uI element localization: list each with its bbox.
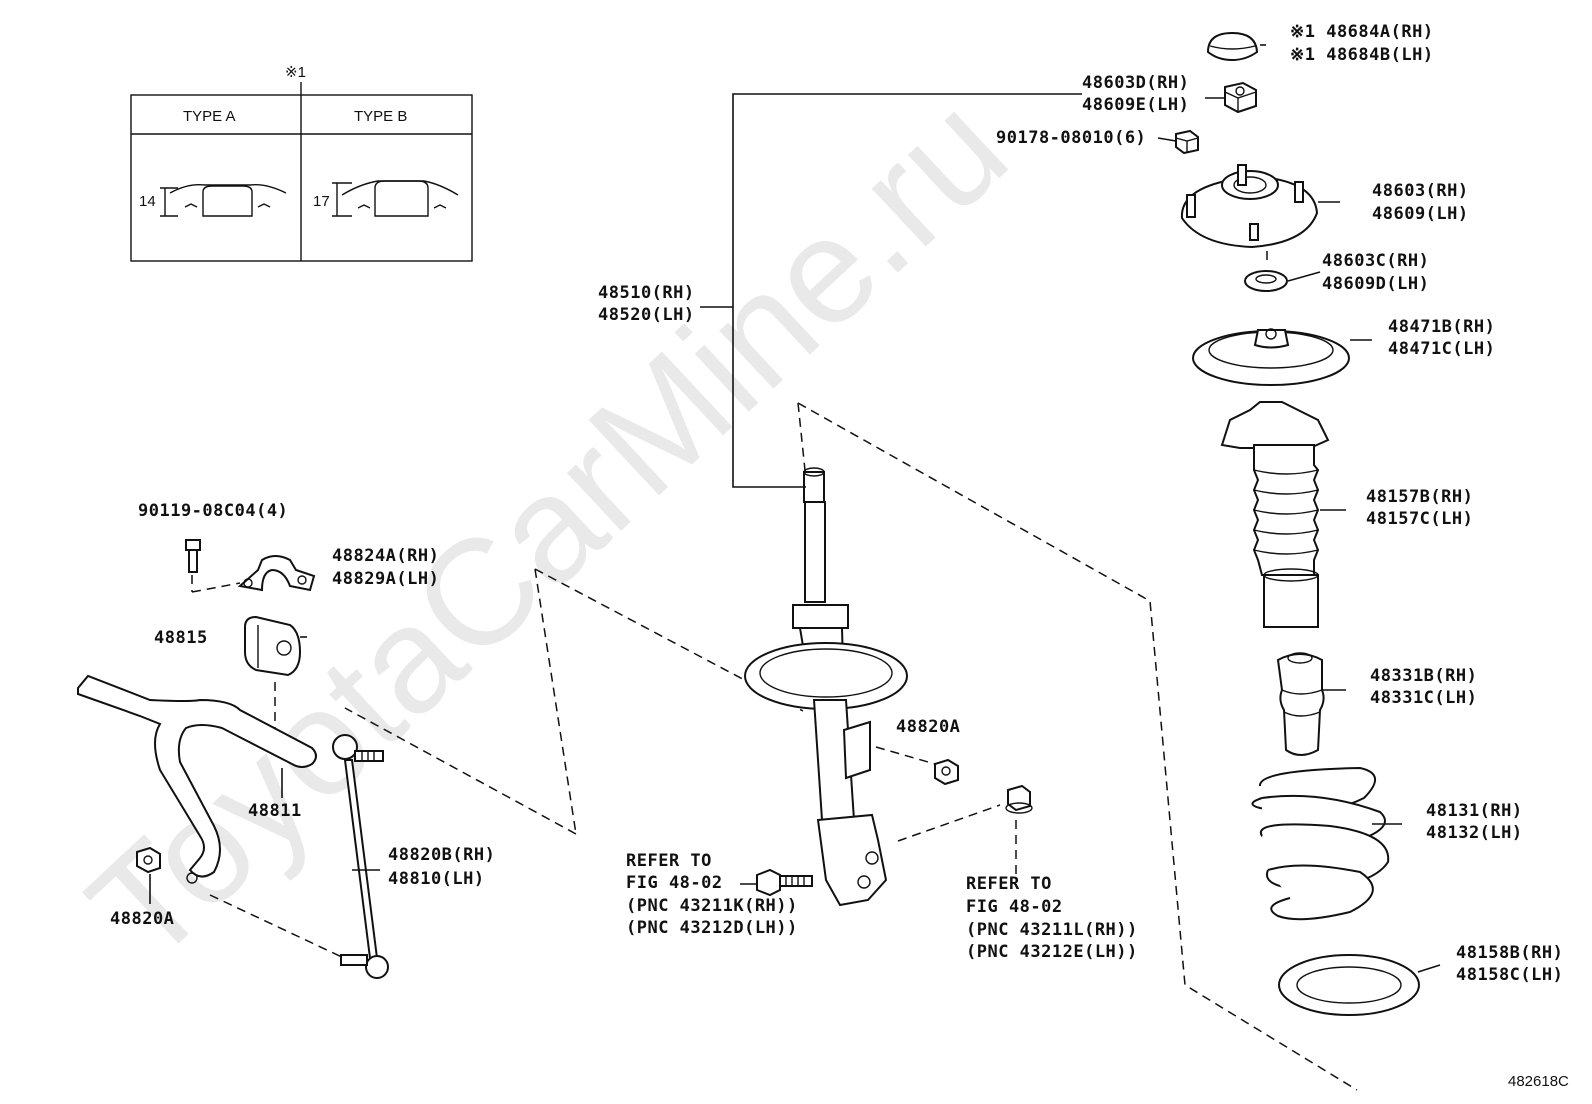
label-small-nut: 90178-08010(6) (996, 128, 1146, 148)
label-refer-left-4: (PNC 43212D(LH)) (626, 918, 798, 938)
stabilizer-bushing-part (244, 615, 302, 677)
type-a-dimension: 14 (139, 193, 156, 210)
label-strut-lh: 48520(LH) (598, 305, 695, 325)
stabilizer-bracket-part (237, 555, 316, 592)
label-refer-right-1: REFER TO (966, 874, 1052, 894)
bracket-bolt-part (185, 539, 201, 573)
leader-lines (149, 44, 1441, 973)
label-bracket-rh: 48824A(RH) (332, 546, 439, 566)
bump-stopper-part (1276, 652, 1325, 756)
label-bracket-bolt: 90119-08C04(4) (138, 501, 288, 521)
coil-spring-part (1251, 766, 1390, 921)
stabilizer-bar-part (77, 674, 317, 884)
label-upper-seat-rh: 48471B(RH) (1388, 317, 1495, 337)
label-cap-lh: ※1 48684B(LH) (1290, 45, 1434, 65)
small-nut-part (1175, 129, 1199, 155)
label-bearing-rh: 48603C(RH) (1322, 251, 1429, 271)
label-refer-right-4: (PNC 43212E(LH)) (966, 942, 1138, 962)
label-link-rh: 48820B(RH) (388, 845, 495, 865)
label-upper-seat-lh: 48471C(LH) (1388, 339, 1495, 359)
part-labels: ※1 48684A(RH) ※1 48684B(LH) 48603D(RH) 4… (110, 22, 1563, 985)
label-strut-rh: 48510(RH) (598, 283, 695, 303)
label-spring-lh: 48132(LH) (1426, 823, 1523, 843)
label-bushing: 48815 (154, 628, 208, 648)
label-mount-lh: 48609(LH) (1372, 204, 1469, 224)
label-bearing-lh: 48609D(LH) (1322, 274, 1429, 294)
label-lower-insulator-rh: 48158B(RH) (1456, 943, 1563, 963)
inset-type-a-label: TYPE A (183, 108, 236, 125)
strut-mount-part (1180, 164, 1319, 249)
top-nut-part (1224, 81, 1257, 114)
label-lower-insulator-lh: 48158C(LH) (1456, 965, 1563, 985)
link-nut-strut-part (934, 758, 959, 786)
strut-assembly-part (744, 467, 908, 907)
label-spring-rh: 48131(RH) (1426, 801, 1523, 821)
label-boot-rh: 48157B(RH) (1366, 487, 1473, 507)
label-boot-lh: 48157C(LH) (1366, 509, 1473, 529)
mount-cap-part (1206, 31, 1259, 62)
label-link-lh: 48810(LH) (388, 869, 485, 889)
label-top-nut-lh: 48609E(LH) (1082, 95, 1189, 115)
stabilizer-link-part (332, 734, 389, 979)
type-inset: ※1 TYPE A TYPE B 14 17 (130, 64, 473, 262)
label-link-nut-bar: 48820A (110, 909, 174, 929)
strut-bolt-part (756, 868, 813, 897)
flange-nut-part (1005, 784, 1033, 814)
label-refer-right-2: FIG 48-02 (966, 897, 1063, 917)
lower-insulator-part (1278, 954, 1420, 1016)
type-b-cap-drawing (332, 180, 459, 217)
label-refer-left-3: (PNC 43211K(RH)) (626, 896, 798, 916)
label-bracket-lh: 48829A(LH) (332, 569, 439, 589)
label-bumper-lh: 48331C(LH) (1370, 688, 1477, 708)
label-link-nut-strut: 48820A (896, 717, 960, 737)
label-cap-rh: ※1 48684A(RH) (1290, 22, 1434, 42)
dust-boot-part (1220, 401, 1330, 628)
label-bumper-rh: 48331B(RH) (1370, 666, 1477, 686)
upper-spring-seat-part (1192, 328, 1350, 386)
type-b-dimension: 17 (313, 193, 330, 210)
label-mount-rh: 48603(RH) (1372, 181, 1469, 201)
label-refer-right-3: (PNC 43211L(RH)) (966, 920, 1138, 940)
inset-type-b-label: TYPE B (354, 108, 407, 125)
inset-note-mark: ※1 (285, 64, 306, 81)
label-top-nut-rh: 48603D(RH) (1082, 73, 1189, 93)
type-a-cap-drawing (160, 183, 287, 217)
label-refer-left-2: FIG 48-02 (626, 873, 723, 893)
label-refer-left-1: REFER TO (626, 851, 712, 871)
figure-code: 482618C (1508, 1073, 1569, 1090)
link-nut-bar-part (136, 846, 161, 874)
bearing-part (1244, 270, 1288, 292)
label-stabilizer-bar: 48811 (248, 801, 302, 821)
